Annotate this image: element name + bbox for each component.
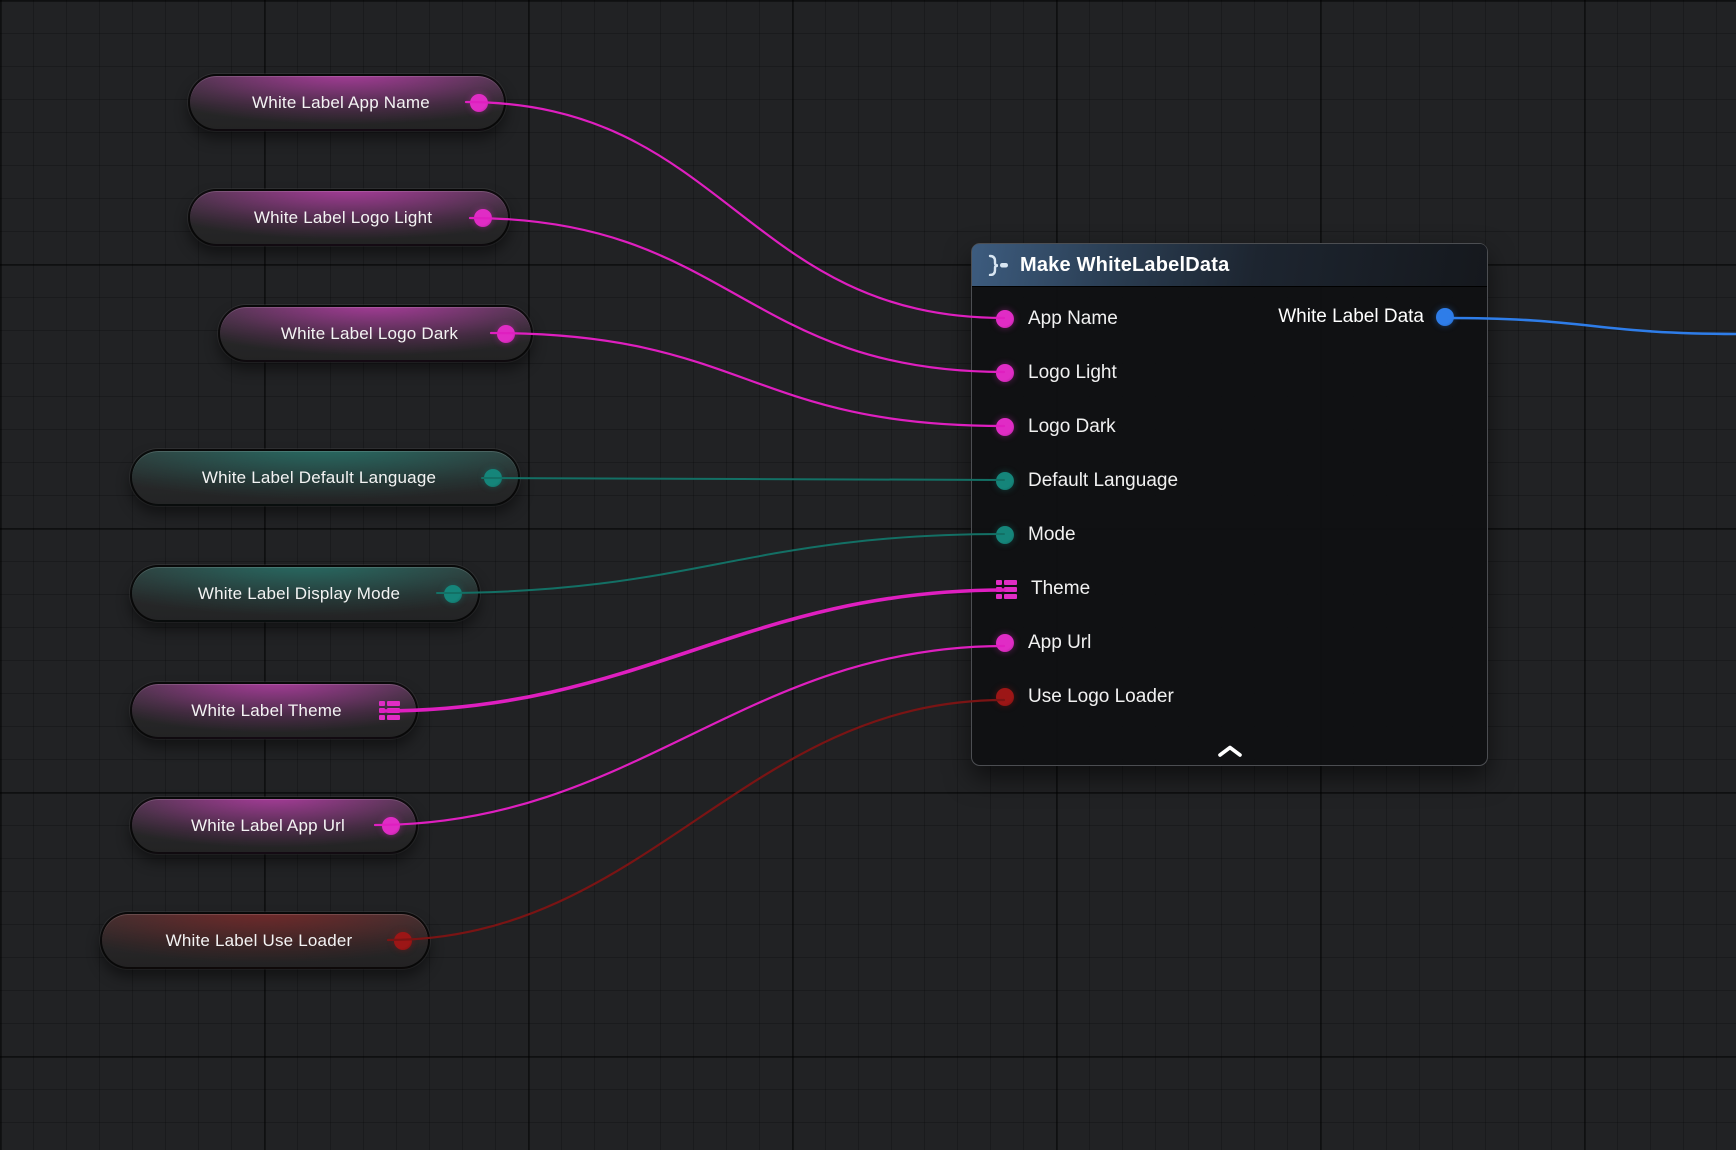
make-output-row: White Label Data [1278,306,1454,328]
getter-node-white-label-display-mode[interactable]: White Label Display Mode [130,565,480,622]
white-label-default-language-label: White Label Default Language [154,468,484,488]
white-label-logo-light-output-pin[interactable] [474,209,492,227]
use-logo-loader-label: Use Logo Loader [1028,686,1174,708]
collapse-chevron[interactable] [1208,741,1252,761]
wire-mode[interactable] [437,534,1004,593]
logo-light-input-pin[interactable] [996,364,1014,382]
white-label-default-language-output-pin[interactable] [484,469,502,487]
getter-node-white-label-logo-dark[interactable]: White Label Logo Dark [218,305,533,362]
make-node-title: Make WhiteLabelData [1020,254,1229,277]
app-url-label: App Url [1028,632,1091,654]
white-label-app-name-output-pin[interactable] [470,94,488,112]
make-input-logo-dark: Logo Dark [972,400,1487,454]
make-output-label: White Label Data [1278,306,1424,328]
white-label-use-loader-label: White Label Use Loader [124,931,394,951]
white-label-logo-light-label: White Label Logo Light [212,208,474,228]
default-language-input-pin[interactable] [996,472,1014,490]
make-node-header[interactable]: Make WhiteLabelData [972,244,1487,287]
logo-light-label: Logo Light [1028,362,1117,384]
app-name-label: App Name [1028,308,1118,330]
theme-input-pin[interactable] [996,580,1017,599]
logo-dark-input-pin[interactable] [996,418,1014,436]
make-input-mode: Mode [972,508,1487,562]
white-label-data-output-pin[interactable] [1436,308,1454,326]
getter-node-white-label-use-loader[interactable]: White Label Use Loader [100,912,430,969]
white-label-theme-label: White Label Theme [154,701,379,721]
make-input-use-logo-loader: Use Logo Loader [972,670,1487,724]
white-label-app-name-label: White Label App Name [212,93,470,113]
white-label-logo-dark-output-pin[interactable] [497,325,515,343]
white-label-display-mode-label: White Label Display Mode [154,584,444,604]
white-label-use-loader-output-pin[interactable] [394,932,412,950]
wire-logo-dark[interactable] [491,333,1004,426]
make-input-theme: Theme [972,562,1487,616]
make-struct-icon [986,254,1010,276]
app-name-input-pin[interactable] [996,310,1014,328]
getter-node-white-label-app-url[interactable]: White Label App Url [130,797,418,854]
wire-app-url[interactable] [375,646,1004,825]
make-input-logo-light: Logo Light [972,346,1487,400]
wire-output[interactable] [1446,318,1736,334]
make-whitelabeldata-node[interactable]: Make WhiteLabelData App NameLogo LightLo… [971,243,1488,766]
wire-app-name[interactable] [466,102,1004,318]
logo-dark-label: Logo Dark [1028,416,1116,438]
make-input-app-url: App Url [972,616,1487,670]
theme-label: Theme [1031,578,1090,600]
white-label-display-mode-output-pin[interactable] [444,585,462,603]
use-logo-loader-input-pin[interactable] [996,688,1014,706]
white-label-theme-output-pin[interactable] [379,701,400,720]
white-label-app-url-output-pin[interactable] [382,817,400,835]
white-label-logo-dark-label: White Label Logo Dark [242,324,497,344]
make-input-default-language: Default Language [972,454,1487,508]
getter-node-white-label-app-name[interactable]: White Label App Name [188,74,506,131]
getter-node-white-label-default-language[interactable]: White Label Default Language [130,449,520,506]
mode-label: Mode [1028,524,1076,546]
white-label-app-url-label: White Label App Url [154,816,382,836]
getter-node-white-label-logo-light[interactable]: White Label Logo Light [188,189,510,246]
app-url-input-pin[interactable] [996,634,1014,652]
wire-logo-light[interactable] [470,218,1004,372]
getter-node-white-label-theme[interactable]: White Label Theme [130,682,418,739]
wire-default-language[interactable] [482,478,1004,480]
wire-use-loader[interactable] [388,700,1004,940]
default-language-label: Default Language [1028,470,1178,492]
mode-input-pin[interactable] [996,526,1014,544]
